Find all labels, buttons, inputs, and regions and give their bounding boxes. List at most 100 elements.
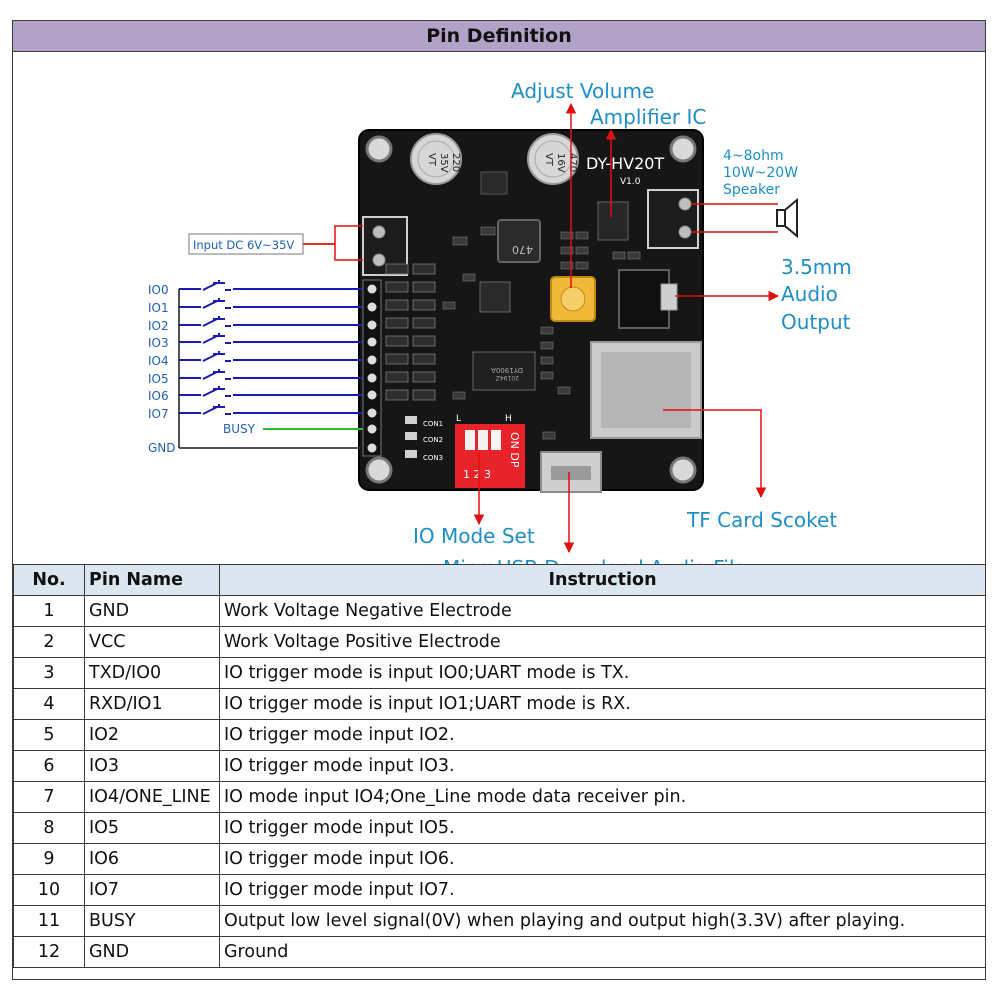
cell-instruction: Output low level signal(0V) when playing… <box>219 905 986 937</box>
io-push-buttons <box>202 280 231 415</box>
cap1-series: VT <box>426 153 437 167</box>
smd-parts <box>442 226 641 440</box>
cell-instruction: Ground <box>219 936 986 968</box>
regulator-chip <box>480 171 508 195</box>
table-row: 11 BUSY Output low level signal(0V) when… <box>13 905 986 937</box>
cell-instruction: IO trigger mode input IO2. <box>219 719 986 751</box>
page-title: Pin Definition <box>13 21 985 52</box>
capacitor-470uf: 470 16V VT <box>527 133 579 185</box>
tf-card-label: TF Card Scoket <box>686 508 837 532</box>
capacitor-220uf: 220 35V VT <box>410 133 462 185</box>
cell-instruction: IO trigger mode is input IO0;UART mode i… <box>219 657 986 689</box>
speaker-leaders <box>691 203 778 233</box>
cell-pin-name: IO4/ONE_LINE <box>84 781 220 813</box>
speaker-icon <box>776 197 798 239</box>
input-dc-leaders <box>303 225 363 261</box>
table-row: 7 IO4/ONE_LINE IO mode input IO4;One_Lin… <box>13 781 986 813</box>
cell-pin-name: IO6 <box>84 843 220 875</box>
cell-pin-name: IO2 <box>84 719 220 751</box>
cell-instruction: Work Voltage Negative Electrode <box>219 595 986 627</box>
dip-numbers: 1 2 3 <box>463 468 491 481</box>
cell-no: 7 <box>13 781 85 813</box>
amplifier-ic-chip <box>597 201 629 241</box>
cap2-series: VT <box>543 153 554 167</box>
mount-hole-bottom-left <box>365 456 393 484</box>
tf-card-socket <box>590 341 702 439</box>
tf-card-arrow <box>663 409 767 499</box>
mount-hole-top-left <box>365 135 393 163</box>
con-pads <box>405 416 417 458</box>
inductor: 470 <box>497 219 541 263</box>
cell-instruction: IO trigger mode input IO7. <box>219 874 986 906</box>
cell-no: 12 <box>13 936 85 968</box>
io-label-7: IO7 <box>148 407 169 421</box>
table-row: 3 TXD/IO0 IO trigger mode is input IO0;U… <box>13 657 986 689</box>
mount-hole-top-right <box>669 135 697 163</box>
input-dc-label: Input DC 6V~35V <box>193 238 294 252</box>
cell-no: 10 <box>13 874 85 906</box>
con2-label: CON2 <box>423 436 443 444</box>
cap2-value: 470 <box>567 153 578 172</box>
table-row: 5 IO2 IO trigger mode input IO2. <box>13 719 986 751</box>
inductor-label: 470 <box>512 243 533 256</box>
cell-no: 6 <box>13 750 85 782</box>
io-label-6: IO6 <box>148 389 169 403</box>
speaker-terminal <box>647 189 699 249</box>
con3-label: CON3 <box>423 454 443 462</box>
cell-no: 1 <box>13 595 85 627</box>
gnd-bus-wire <box>178 289 371 449</box>
table-row: 9 IO6 IO trigger mode input IO6. <box>13 843 986 875</box>
cell-instruction: IO trigger mode input IO3. <box>219 750 986 782</box>
micro-usb-port <box>540 451 602 493</box>
resistor-array <box>385 263 436 401</box>
audio-output-line3: Output <box>781 310 851 334</box>
input-dc-box <box>188 233 304 255</box>
cell-no: 2 <box>13 626 85 658</box>
table-row: 4 RXD/IO1 IO trigger mode is input IO1;U… <box>13 688 986 720</box>
cell-pin-name: RXD/IO1 <box>84 688 220 720</box>
io-label-2: IO2 <box>148 319 169 333</box>
cell-instruction: IO mode input IO4;One_Line mode data rec… <box>219 781 986 813</box>
cell-pin-name: IO3 <box>84 750 220 782</box>
cell-instruction: IO trigger mode is input IO1;UART mode i… <box>219 688 986 720</box>
cell-instruction: IO trigger mode input IO5. <box>219 812 986 844</box>
table-row: 6 IO3 IO trigger mode input IO3. <box>13 750 986 782</box>
io-label-3: IO3 <box>148 336 169 350</box>
busy-label: BUSY <box>223 422 256 436</box>
cap2-voltage: 16V <box>555 153 566 173</box>
pin-definition-sheet: Pin Definition 220 35V VT <box>12 20 986 980</box>
io-mode-set-label: IO Mode Set <box>413 524 535 548</box>
audio-output-line2: Audio <box>781 282 838 306</box>
dip-switch: ON DP 1 2 3 <box>455 424 525 488</box>
audio-output-line1: 3.5mm <box>781 255 852 279</box>
io-label-5: IO5 <box>148 372 169 386</box>
main-chip-date: 20194Z <box>496 374 519 381</box>
cell-pin-name: TXD/IO0 <box>84 657 220 689</box>
table-row: 8 IO5 IO trigger mode input IO5. <box>13 812 986 844</box>
adjust-volume-label: Adjust Volume <box>511 79 654 103</box>
dip-on-label: ON DP <box>508 432 521 468</box>
cell-pin-name: IO5 <box>84 812 220 844</box>
board-version: V1.0 <box>620 177 641 187</box>
header-pin-name: Pin Name <box>84 564 220 596</box>
board-model: DY-HV20T <box>586 154 664 173</box>
pin-table: No. Pin Name Instruction 1 GND Work Volt… <box>13 564 986 968</box>
amplifier-ic-label: Amplifier IC <box>590 105 706 129</box>
audio-jack-3-5mm <box>618 269 678 329</box>
table-header-row: No. Pin Name Instruction <box>13 564 986 596</box>
cell-no: 3 <box>13 657 85 689</box>
cell-pin-name: GND <box>84 936 220 968</box>
io-button-gaps <box>201 283 233 419</box>
io-label-0: IO0 <box>148 283 169 297</box>
mosfet <box>479 281 511 313</box>
cell-instruction: Work Voltage Positive Electrode <box>219 626 986 658</box>
cap1-voltage: 35V <box>438 153 449 173</box>
speaker-spec-3: Speaker <box>723 182 780 198</box>
cap1-value: 220 <box>450 153 461 172</box>
table-row: 10 IO7 IO trigger mode input IO7. <box>13 874 986 906</box>
cell-instruction: IO trigger mode input IO6. <box>219 843 986 875</box>
speaker-spec-1: 4~8ohm <box>723 148 784 164</box>
header-instruction: Instruction <box>219 564 986 596</box>
mount-hole-bottom-right <box>669 456 697 484</box>
cell-pin-name: VCC <box>84 626 220 658</box>
